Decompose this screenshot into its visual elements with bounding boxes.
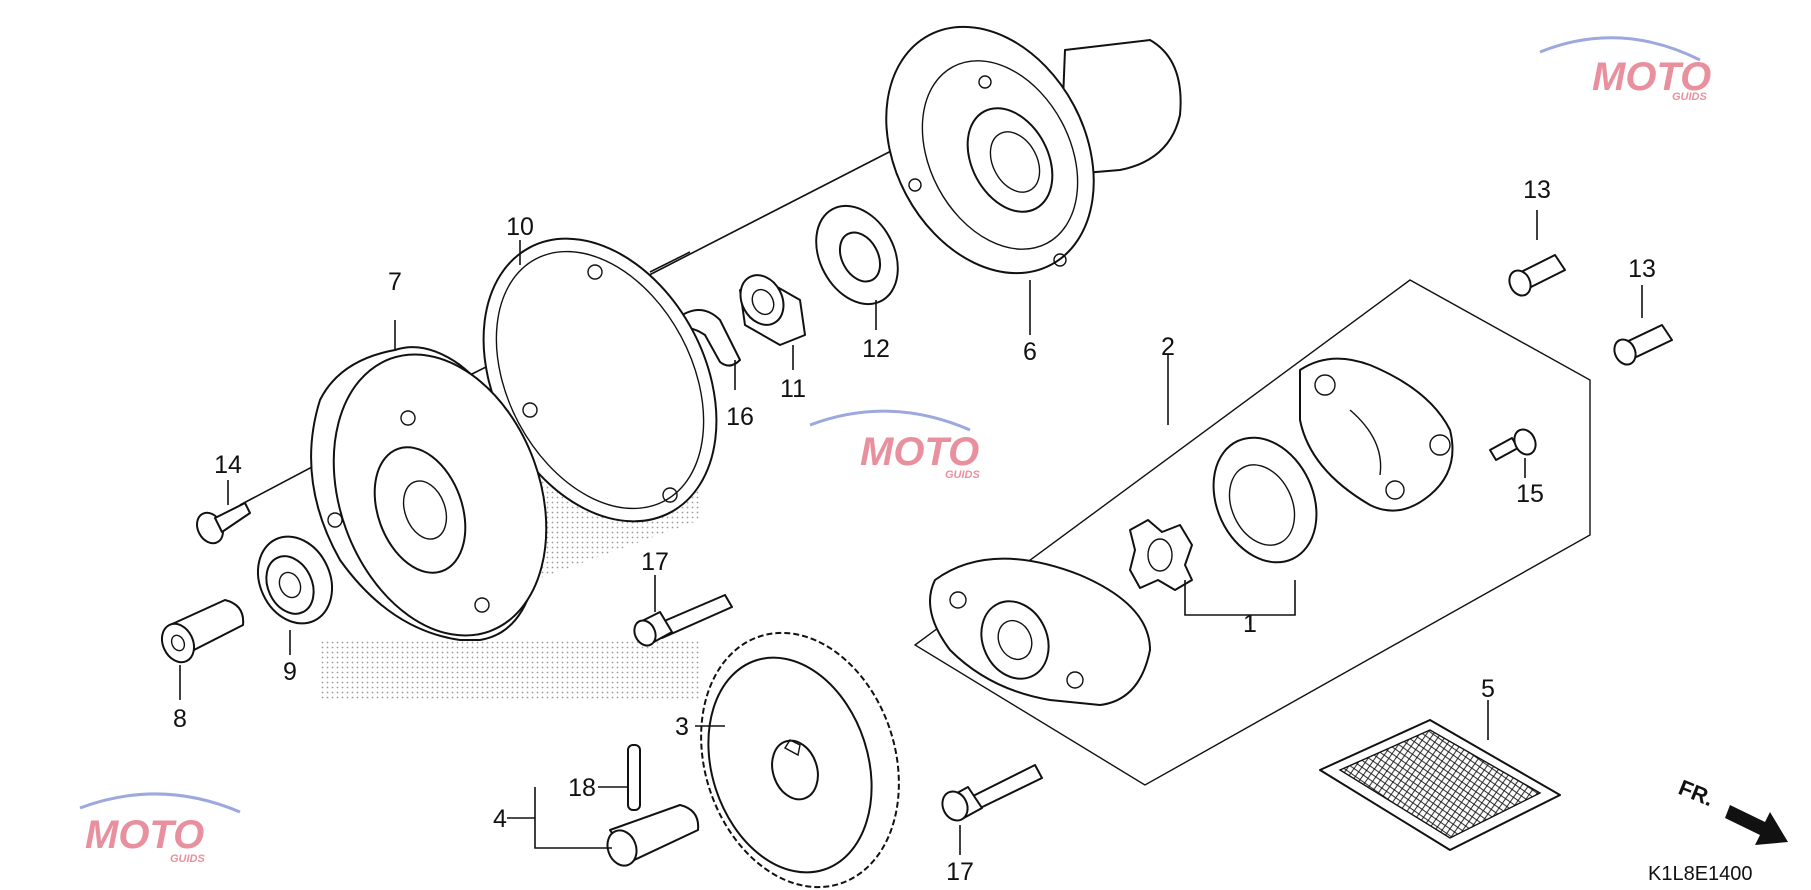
pump-plate — [1299, 357, 1454, 512]
pump-cover — [310, 320, 548, 641]
front-marker-label: FR. — [1675, 775, 1717, 811]
pump-body — [929, 557, 1151, 706]
callout-13-upper: 13 — [1523, 176, 1551, 204]
callout-15: 15 — [1516, 480, 1544, 508]
callout-13-lower: 13 — [1628, 255, 1656, 283]
watermark-logo-center: MOTO GUIDS — [809, 409, 981, 481]
watermark-main-text: MOTO — [1592, 55, 1711, 99]
callout-14: 14 — [214, 451, 242, 479]
collar-nut — [739, 274, 806, 370]
callout-9: 9 — [283, 658, 297, 686]
watermark-sub-text: GUIDS — [1672, 91, 1708, 103]
callout-8: 8 — [173, 705, 187, 733]
small-bolt — [1489, 428, 1537, 478]
callout-17-upper: 17 — [641, 548, 669, 576]
watermark-main-text: MOTO — [85, 813, 204, 857]
callout-6: 6 — [1023, 338, 1037, 366]
callout-3: 3 — [675, 713, 689, 741]
watermark-sub-text: GUIDS — [945, 469, 981, 481]
part-callouts: 1 2 3 4 5 6 7 8 9 10 11 12 13 13 14 15 1… — [173, 176, 1656, 886]
pump-housing — [885, 25, 1182, 335]
callout-5: 5 — [1481, 675, 1495, 703]
callout-17-lower: 17 — [946, 858, 974, 886]
assembly-box-2 — [913, 279, 1591, 786]
callout-4: 4 — [493, 805, 507, 833]
callout-18: 18 — [568, 774, 596, 802]
washer — [815, 204, 899, 330]
dowel-pin-lower — [1613, 285, 1673, 366]
callout-11: 11 — [780, 375, 806, 403]
watermark-main-text: MOTO — [860, 430, 979, 474]
pin — [598, 744, 641, 811]
callout-10: 10 — [506, 213, 534, 241]
watermark-sub-text: GUIDS — [170, 853, 206, 865]
callout-12: 12 — [862, 335, 890, 363]
flange-bolt-upper — [633, 575, 733, 647]
flat-screw — [196, 480, 251, 545]
diagram-code: K1L8E1400 — [1648, 863, 1753, 885]
dowel-pin-cap — [160, 599, 245, 700]
callout-1: 1 — [1243, 610, 1257, 638]
outer-rotor — [1212, 436, 1318, 564]
callout-2: 2 — [1161, 333, 1175, 361]
callout-7: 7 — [388, 268, 402, 296]
oil-seal — [257, 535, 333, 655]
dowel-pin-upper — [1508, 210, 1566, 297]
inner-rotor — [1129, 519, 1193, 591]
driven-gear — [695, 631, 900, 889]
front-direction-arrow — [1725, 805, 1788, 845]
rotor-bracket — [1184, 580, 1296, 625]
drive-shaft — [507, 787, 700, 867]
callout-16: 16 — [726, 403, 754, 431]
watermark-logo-bottom-left: MOTO GUIDS — [79, 792, 241, 865]
oil-strainer-screen — [1319, 700, 1561, 851]
flange-bolt-lower — [941, 764, 1043, 855]
watermark-logo-top-right: MOTO GUIDS — [1539, 36, 1711, 103]
